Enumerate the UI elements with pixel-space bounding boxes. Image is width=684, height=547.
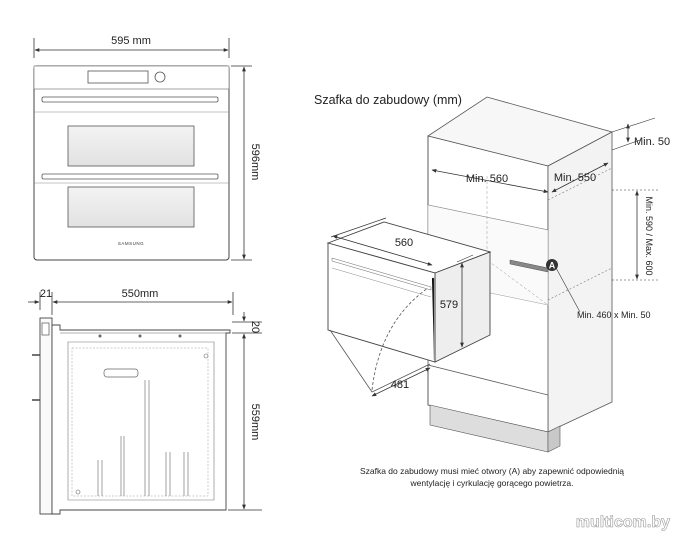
height-range-label: Min. 590 / Max. 600 — [644, 196, 654, 275]
opening-size-label: Min. 460 x Min. 50 — [577, 310, 651, 320]
ventilation-opening — [509, 259, 549, 273]
cabinet-right-face — [547, 131, 613, 433]
watermark: multicom.by — [576, 514, 670, 531]
oven-width-label: 560 — [395, 237, 413, 249]
lower-window — [67, 186, 195, 228]
side-door-label: 21 — [40, 288, 52, 300]
side-depth-label: 550mm — [122, 288, 159, 300]
control-knob — [154, 71, 166, 83]
display — [87, 70, 149, 84]
side-height-label: 559mm — [249, 404, 261, 441]
min-width-label: Min. 550 — [554, 172, 596, 184]
opening-marker-a — [546, 259, 558, 271]
side-door — [39, 317, 53, 515]
min-depth-dimension — [431, 168, 549, 194]
min-top-label: Min. 50 — [634, 136, 670, 148]
door-swing-label: 481 — [391, 379, 409, 391]
cabinet-note-line1: Szafka do zabudowy musi mieć otwory (A) … — [360, 466, 624, 476]
cabinet-diagram: Szafka do zabudowy (mm) 560 — [314, 93, 670, 488]
front-height-label: 596mm — [249, 144, 261, 181]
opening-marker-label: A — [549, 261, 556, 271]
top-handle — [41, 96, 219, 103]
min-depth-label: Min. 560 — [466, 173, 508, 185]
oven-height-label: 579 — [440, 299, 458, 311]
upper-window — [67, 125, 195, 167]
front-view: 595 mm SAMSUNG 596mm — [33, 35, 261, 261]
front-width-label: 595 mm — [111, 35, 151, 47]
door-swing-dimension — [371, 367, 431, 397]
control-panel — [33, 65, 230, 90]
min-width-dimension — [551, 162, 609, 193]
side-top-label: 20 — [249, 321, 261, 333]
side-body — [51, 324, 231, 515]
cabinet-title: Szafka do zabudowy (mm) — [314, 93, 462, 107]
door-swing-arc — [371, 287, 429, 391]
oven-width-dimension — [332, 235, 433, 266]
brand-logo: SAMSUNG — [118, 241, 144, 246]
lower-handle — [41, 173, 219, 180]
cabinet-note-line2: wentylację i cyrkulację gorącego powietr… — [410, 478, 574, 488]
side-view: 21 550mm 20 559mm — [28, 288, 262, 515]
